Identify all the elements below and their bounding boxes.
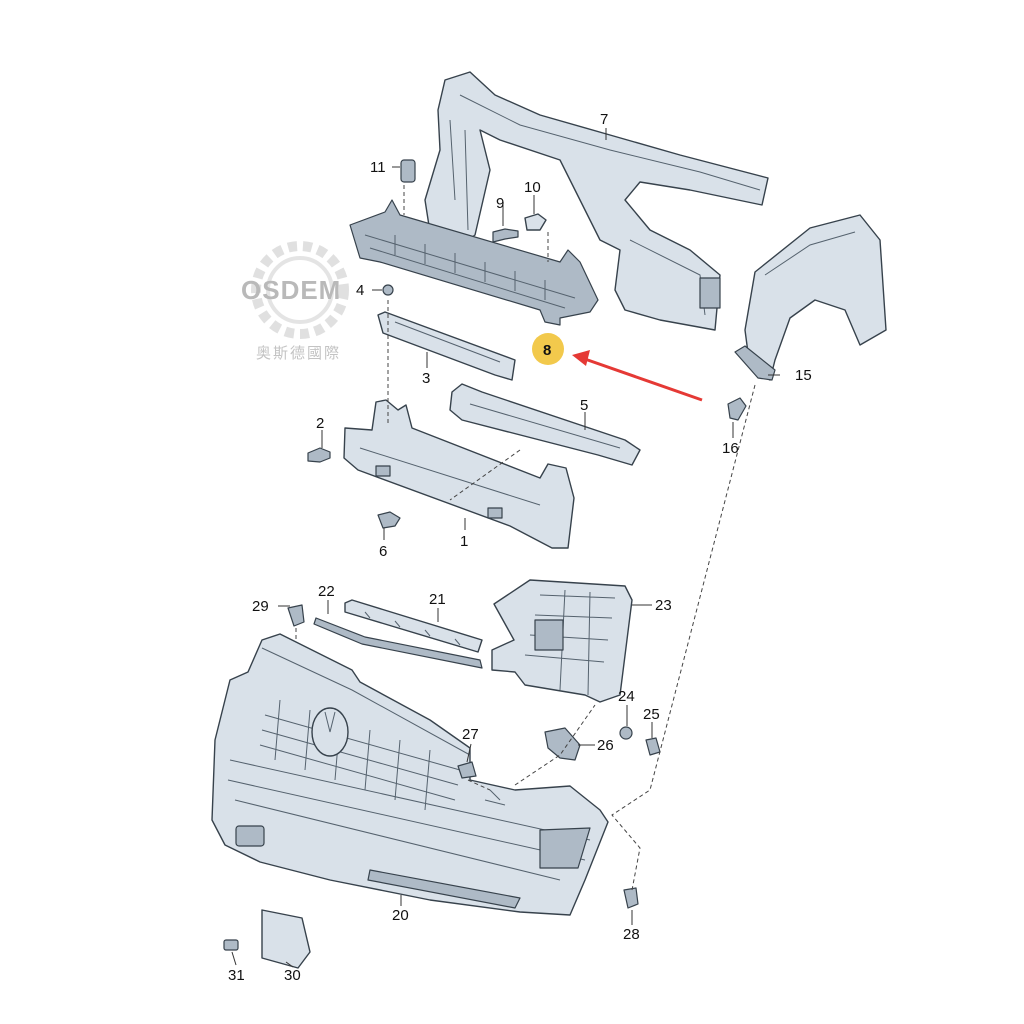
- part-16-screw: [727, 397, 747, 421]
- label-31: 31: [228, 967, 245, 984]
- alignment-lines: [295, 185, 756, 891]
- osdem-watermark: OSDEM 奥斯德國際: [241, 241, 349, 362]
- label-29: 29: [252, 598, 269, 615]
- part-3-reinforcement: [377, 311, 516, 381]
- part-9-bolt: [492, 228, 519, 243]
- part-27-clip: [457, 761, 477, 779]
- label-7: 7: [600, 111, 608, 128]
- label-6: 6: [379, 543, 387, 560]
- label-8: 8: [543, 342, 551, 359]
- part-29-clip: [287, 604, 305, 627]
- part-28-screw: [623, 887, 639, 909]
- part-8-energy-absorber: [349, 199, 599, 326]
- label-22: 22: [318, 583, 335, 600]
- label-5: 5: [580, 397, 588, 414]
- label-20: 20: [392, 907, 409, 924]
- label-1: 1: [460, 533, 468, 550]
- part-20-bumper-cover: [211, 633, 609, 916]
- part-24-nut: [619, 726, 633, 740]
- part-23-grille-insert: [491, 579, 633, 703]
- label-11: 11: [370, 159, 386, 176]
- part-1-bumper-carrier: [343, 399, 575, 549]
- watermark-subtitle: 奥斯德國際: [256, 344, 341, 362]
- label-21: 21: [429, 591, 446, 608]
- watermark-brand: OSDEM: [241, 275, 341, 305]
- part-6-bolt: [377, 511, 401, 529]
- label-30: 30: [284, 967, 301, 984]
- label-2: 2: [316, 415, 324, 432]
- gear-icon: [251, 241, 349, 339]
- fender-panel: [744, 214, 887, 381]
- label-9: 9: [496, 195, 504, 212]
- part-21-trim-strip: [344, 599, 483, 653]
- part-31-pin: [223, 939, 239, 951]
- part-2-bolt: [307, 447, 331, 463]
- label-25: 25: [643, 706, 660, 723]
- label-4: 4: [356, 282, 364, 299]
- label-10: 10: [524, 179, 541, 196]
- part-10-nut: [524, 213, 547, 231]
- red-arrow: [572, 350, 703, 402]
- highlight-marker: [532, 333, 564, 365]
- part-5-guide: [449, 383, 641, 466]
- label-27: 27: [462, 726, 479, 743]
- leader-lines: [231, 128, 780, 968]
- part-25-bolt: [645, 737, 661, 756]
- part-labels: 7 11 9 10 4 8 3 5 2 1 6 15 16 22 21 29 2…: [228, 111, 812, 984]
- label-16: 16: [722, 440, 739, 457]
- part-22-seal-strip: [313, 617, 483, 669]
- label-28: 28: [623, 926, 640, 943]
- label-24: 24: [618, 688, 635, 705]
- label-3: 3: [422, 370, 430, 387]
- part-11-bump-stop: [400, 159, 416, 183]
- part-26-bracket: [544, 727, 581, 761]
- part-30-cap: [261, 909, 311, 969]
- part-4-nut: [382, 284, 394, 296]
- label-26: 26: [597, 737, 614, 754]
- label-15: 15: [795, 367, 812, 384]
- label-23: 23: [655, 597, 672, 614]
